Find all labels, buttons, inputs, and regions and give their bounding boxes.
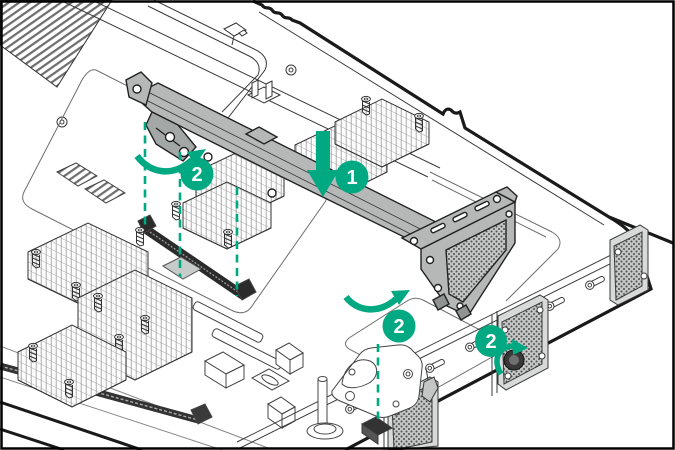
rear-wall-rim-1 xyxy=(236,238,644,443)
alignment-guides xyxy=(143,122,380,419)
wall-bracket-right xyxy=(609,224,649,306)
callout-label: 1 xyxy=(346,167,357,189)
standoff-post xyxy=(306,376,344,440)
chassis-front-edge-2 xyxy=(0,427,65,450)
chassis-inner-edge xyxy=(258,11,605,226)
arrowhead xyxy=(391,290,410,305)
rotate-latch-arrow xyxy=(343,294,399,313)
riser-cage[interactable] xyxy=(125,71,518,321)
thumbscrew[interactable] xyxy=(503,349,525,371)
bracket-mesh xyxy=(445,218,507,303)
rotate-thumbscrew-arrow xyxy=(494,343,514,376)
opening-band-inner xyxy=(147,5,260,113)
connector-block xyxy=(55,162,99,187)
rear-wall-rim-2 xyxy=(239,245,647,449)
vent-hatch-panel xyxy=(0,0,113,88)
hinge-arm xyxy=(341,359,378,389)
heatsink-left-lower xyxy=(171,181,272,250)
heatsink-right-upper xyxy=(334,95,430,168)
callout-step-1: 1 xyxy=(335,160,369,194)
opening-band-outer xyxy=(153,0,267,119)
connector-block xyxy=(83,179,127,204)
callout-label: 2 xyxy=(393,316,404,338)
arrowhead xyxy=(512,339,528,355)
oval-socket xyxy=(250,368,291,391)
callout-step-2-right: 2 xyxy=(475,325,507,357)
riser-latch-left[interactable] xyxy=(125,71,197,162)
key-cutout-icon xyxy=(223,22,248,46)
arrowhead xyxy=(187,149,206,166)
power-connector xyxy=(203,351,246,389)
floor-edge-right xyxy=(429,171,561,302)
callout-step-2-left: 2 xyxy=(180,157,214,191)
callout-label: 2 xyxy=(191,164,202,186)
board-slot xyxy=(192,301,264,343)
heatsink-front-3 xyxy=(17,324,127,408)
hinge-plate xyxy=(331,344,423,418)
riser-bar-bump xyxy=(244,126,279,145)
chassis-front-edge-1 xyxy=(0,400,143,450)
step-markers: 1 2 2 2 xyxy=(180,131,528,357)
center-floor-hardware xyxy=(306,344,423,440)
cable-clip-icon xyxy=(246,79,282,104)
insert-down-arrow-icon xyxy=(307,131,339,197)
callout-step-2-center: 2 xyxy=(382,309,416,343)
callout-label: 2 xyxy=(485,331,496,353)
connector-box xyxy=(267,342,304,429)
wall-latch-connector xyxy=(361,416,393,445)
riser-bracket-right xyxy=(400,186,518,321)
alignment-pad xyxy=(161,256,202,280)
